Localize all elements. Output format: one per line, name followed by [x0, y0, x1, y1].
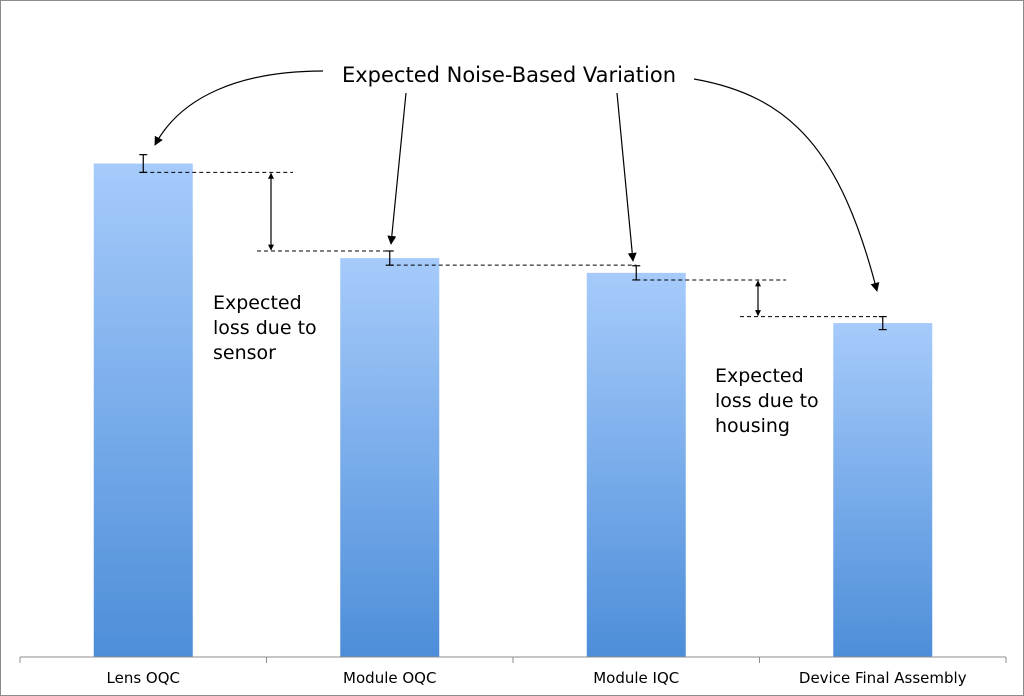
- sensor-loss-annotation: sensor: [213, 342, 276, 364]
- housing-loss-annotation: Expected: [715, 365, 804, 387]
- x-tick-label: Lens OQC: [107, 669, 181, 687]
- bar: [586, 272, 686, 657]
- housing-loss-annotation: loss due to: [715, 390, 819, 412]
- noise-arrow: [693, 78, 880, 292]
- x-tick-label: Module IQC: [593, 669, 679, 687]
- x-tick-label: Device Final Assembly: [799, 669, 967, 687]
- bar: [93, 163, 193, 657]
- bar: [833, 323, 933, 657]
- noise-arrow: [387, 92, 407, 245]
- x-tick-label: Module OQC: [343, 669, 436, 687]
- noise-arrow: [616, 92, 637, 262]
- bar: [340, 258, 440, 657]
- noise-arrow: [154, 70, 324, 146]
- sensor-loss-annotation: loss due to: [213, 317, 317, 339]
- sensor-loss-annotation: Expected: [213, 292, 302, 314]
- noise-variation-label: Expected Noise-Based Variation: [342, 63, 676, 87]
- housing-loss-annotation: housing: [715, 415, 790, 437]
